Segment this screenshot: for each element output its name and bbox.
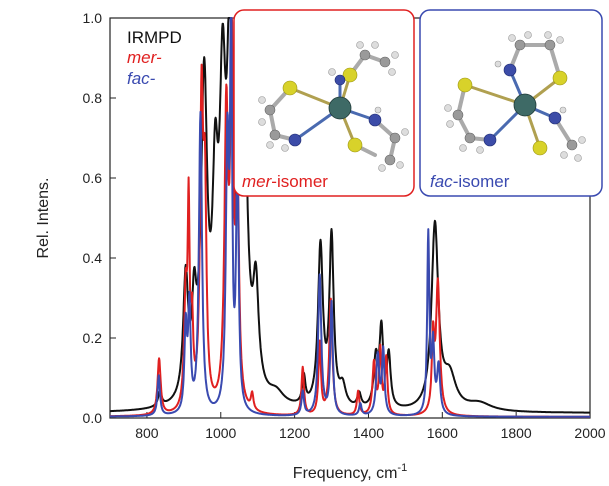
y-axis: 0.0 0.2 0.4 0.6 0.8 1.0 <box>83 10 116 426</box>
x-axis-label: Frequency, cm-1 <box>293 462 407 482</box>
y-tick-label: 1.0 <box>83 10 103 26</box>
x-axis: 800 1000 1200 1400 1600 1800 2000 <box>135 412 606 441</box>
legend: IRMPD mer- fac- <box>127 28 182 88</box>
y-tick-label: 0.8 <box>83 90 103 106</box>
legend-item-irmpd: IRMPD <box>127 28 182 47</box>
legend-item-fac: fac- <box>127 69 156 88</box>
fac-molecule-image <box>444 31 586 162</box>
spectrum-series <box>109 17 591 418</box>
x-tick-label: 2000 <box>574 425 605 441</box>
fac-isomer-inset: fac-isomer <box>419 9 603 197</box>
y-tick-label: 0.2 <box>83 330 103 346</box>
legend-item-mer: mer- <box>127 48 162 67</box>
mer-molecule-image <box>258 41 409 172</box>
x-tick-label: 1400 <box>353 425 384 441</box>
y-tick-label: 0.4 <box>83 250 103 266</box>
x-tick-label: 1200 <box>279 425 310 441</box>
mer-isomer-inset: mer-isomer <box>233 9 415 197</box>
x-tick-label: 1800 <box>501 425 532 441</box>
series-line-fac <box>109 17 591 418</box>
mer-isomer-label: mer-isomer <box>242 172 328 191</box>
y-axis-label: Rel. Intens. <box>35 178 52 259</box>
y-tick-label: 0.0 <box>83 410 103 426</box>
fac-isomer-label: fac-isomer <box>430 172 510 191</box>
x-tick-label: 1000 <box>205 425 236 441</box>
x-tick-label: 800 <box>135 425 159 441</box>
x-tick-label: 1600 <box>427 425 458 441</box>
y-tick-label: 0.6 <box>83 170 103 186</box>
